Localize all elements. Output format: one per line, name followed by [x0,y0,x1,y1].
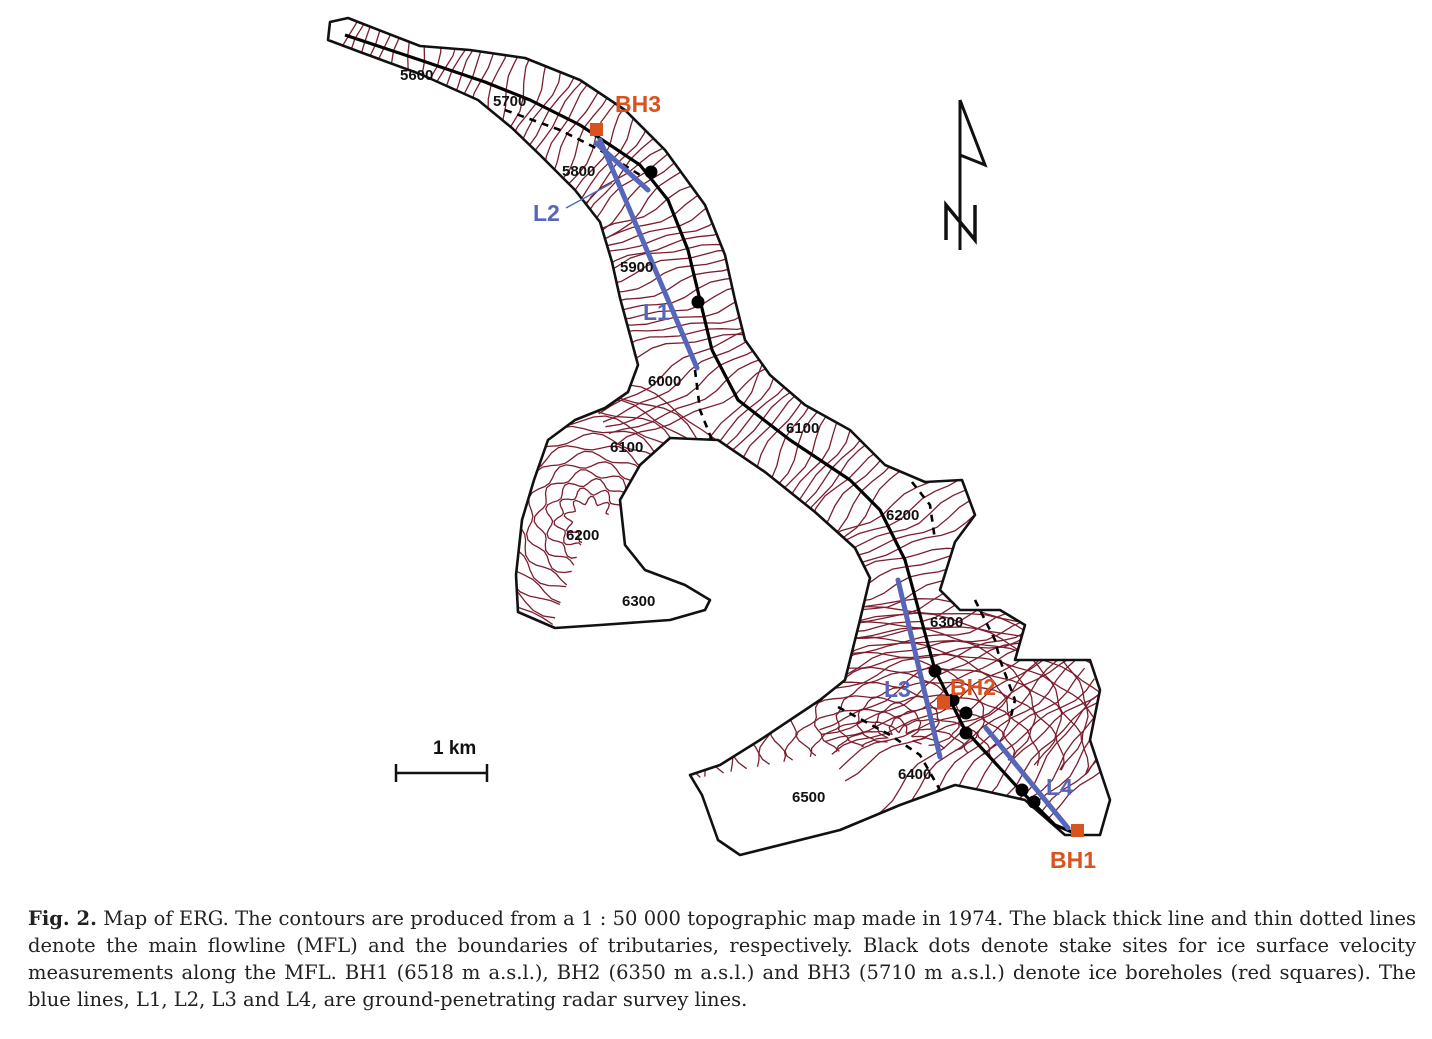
stake-site [959,726,973,740]
radar-label-l2: L2 [533,200,560,226]
contour-label: 6500 [792,789,825,806]
contour-line [423,18,504,199]
stake-site [644,165,658,179]
contour-line [545,477,628,559]
contour-line [348,18,430,174]
scale-bar-label: 1 km [433,738,476,759]
stake-site [1015,783,1029,797]
radar-label-l4: L4 [1046,774,1073,800]
contour-labels: 5600 5700 5800 5900 6000 6100 6100 6200 … [400,67,963,806]
stake-site [1027,795,1041,809]
contour-line [412,18,490,196]
stake-sites [644,165,1041,809]
borehole-bh1-marker [1071,824,1084,837]
radar-label-l2-leader [565,182,613,209]
contour-line [328,18,382,160]
main-flowline [344,33,1073,834]
contour-label: 6100 [786,420,819,437]
borehole-bh3-marker [590,123,603,136]
contour-line [444,387,727,646]
north-arrow-icon [958,99,988,250]
contour-label: 5900 [620,259,653,276]
contour-line [339,18,419,171]
contour-line [360,18,457,178]
borehole-bh2-label: BH2 [950,674,996,700]
glacier-outline [326,16,1112,857]
contour-label: 6200 [886,507,919,524]
contour-line [872,724,926,745]
contour-line [388,18,473,187]
stake-site [959,706,973,720]
contour-label: 6400 [898,766,931,783]
contour-label: 6000 [648,373,681,390]
contour-line [525,461,648,574]
contour-line [464,406,710,625]
contour-label: 6100 [610,439,643,456]
contour-line [328,18,393,163]
contour-line [437,383,734,648]
contour-line [553,487,625,546]
contour-line [563,495,611,544]
radar-lines [593,137,1071,831]
contour-line [836,702,965,752]
caption-label: Fig. 2. [28,907,97,930]
contour-line [493,18,604,228]
radar-label-l3: L3 [884,676,911,702]
stake-site [928,664,942,678]
radar-line-l3 [895,577,943,760]
contour-line [795,681,1004,758]
radar-line-l4 [983,725,1071,831]
north-letter-icon [944,200,977,245]
contour-label: 5600 [400,67,433,84]
tributary-boundaries [504,108,1017,791]
contour-line [847,710,953,749]
contour-line [861,716,939,748]
radar-line-l1 [597,137,700,371]
caption-text: Map of ERG. The contours are produced fr… [28,907,1416,1011]
contour-line [533,469,644,566]
glacier-map: 5600 5700 5800 5900 6000 6100 6100 6200 … [326,16,1112,873]
contour-label: 5800 [562,163,595,180]
contour-label: 6200 [566,527,599,544]
contour-lines [328,18,1110,855]
contour-line [372,18,468,182]
borehole-bh1-label: BH1 [1050,847,1096,873]
radar-line-l2 [593,140,651,193]
figure-caption: Fig. 2. Map of ERG. The contours are pro… [28,905,1416,1013]
contour-label: 6300 [622,593,655,610]
radar-label-l1: L1 [643,299,670,325]
contour-line [744,651,1057,767]
contour-line [505,445,669,588]
north-arrow [944,99,988,250]
stake-site [691,295,705,309]
boreholes [590,123,1084,837]
borehole-bh2-marker [937,696,950,709]
contour-line [483,18,594,223]
borehole-bh3-label: BH3 [615,91,661,117]
contour-label: 6300 [930,614,963,631]
contour-label: 5700 [493,93,526,110]
contour-line [969,719,1110,855]
scale-bar: 1 km [394,738,489,782]
